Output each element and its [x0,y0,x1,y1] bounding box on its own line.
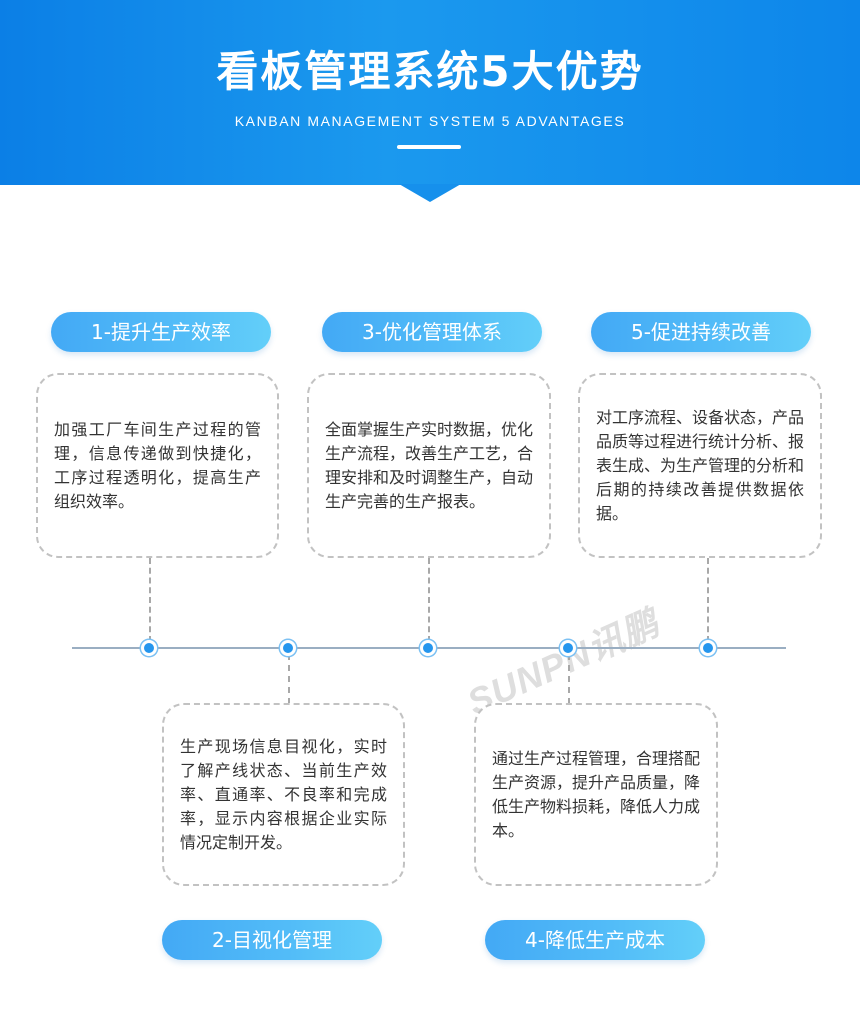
connector-2 [288,654,290,704]
advantage-3-text: 全面掌握生产实时数据，优化生产流程，改善生产工艺，合理安排和及时调整生产，自动生… [325,419,534,511]
connector-3 [428,558,430,642]
connector-1 [149,558,151,642]
advantage-5-text: 对工序流程、设备状态，产品品质等过程进行统计分析、报表生成、为生产管理的分析和后… [596,407,805,523]
timeline-dot-1 [141,640,157,656]
timeline-dot-4 [560,640,576,656]
advantage-1-label: 1-提升生产效率 [51,312,271,352]
advantage-3-card: 全面掌握生产实时数据，优化生产流程，改善生产工艺，合理安排和及时调整生产，自动生… [307,373,551,558]
header-banner [0,0,860,185]
connector-4 [568,654,570,704]
page-subtitle: KANBAN MANAGEMENT SYSTEM 5 ADVANTAGES [234,113,626,129]
advantage-5-card: 对工序流程、设备状态，产品品质等过程进行统计分析、报表生成、为生产管理的分析和后… [578,373,822,558]
advantage-4-card: 通过生产过程管理，合理搭配生产资源，提升产品质量，降低生产物料损耗，降低人力成本… [474,703,718,886]
advantage-4-label: 4-降低生产成本 [485,920,705,960]
timeline-dot-2 [280,640,296,656]
title-underline [397,145,461,149]
header-notch [399,184,461,202]
advantage-1-card: 加强工厂车间生产过程的管理，信息传递做到快捷化，工序过程透明化，提高生产组织效率… [36,373,279,558]
timeline-dot-5 [700,640,716,656]
advantage-2-card: 生产现场信息目视化，实时了解产线状态、当前生产效率、直通率、不良率和完成率，显示… [162,703,405,886]
advantage-1-text: 加强工厂车间生产过程的管理，信息传递做到快捷化，工序过程透明化，提高生产组织效率… [54,419,261,511]
timeline-dot-3 [420,640,436,656]
advantage-2-text: 生产现场信息目视化，实时了解产线状态、当前生产效率、直通率、不良率和完成率，显示… [180,736,387,852]
advantage-2-label: 2-目视化管理 [162,920,382,960]
advantage-4-text: 通过生产过程管理，合理搭配生产资源，提升产品质量，降低生产物料损耗，降低人力成本… [492,748,701,840]
advantage-3-label: 3-优化管理体系 [322,312,542,352]
connector-5 [707,558,709,642]
page-title: 看板管理系统5大优势 [216,47,644,96]
advantage-5-label: 5-促进持续改善 [591,312,811,352]
